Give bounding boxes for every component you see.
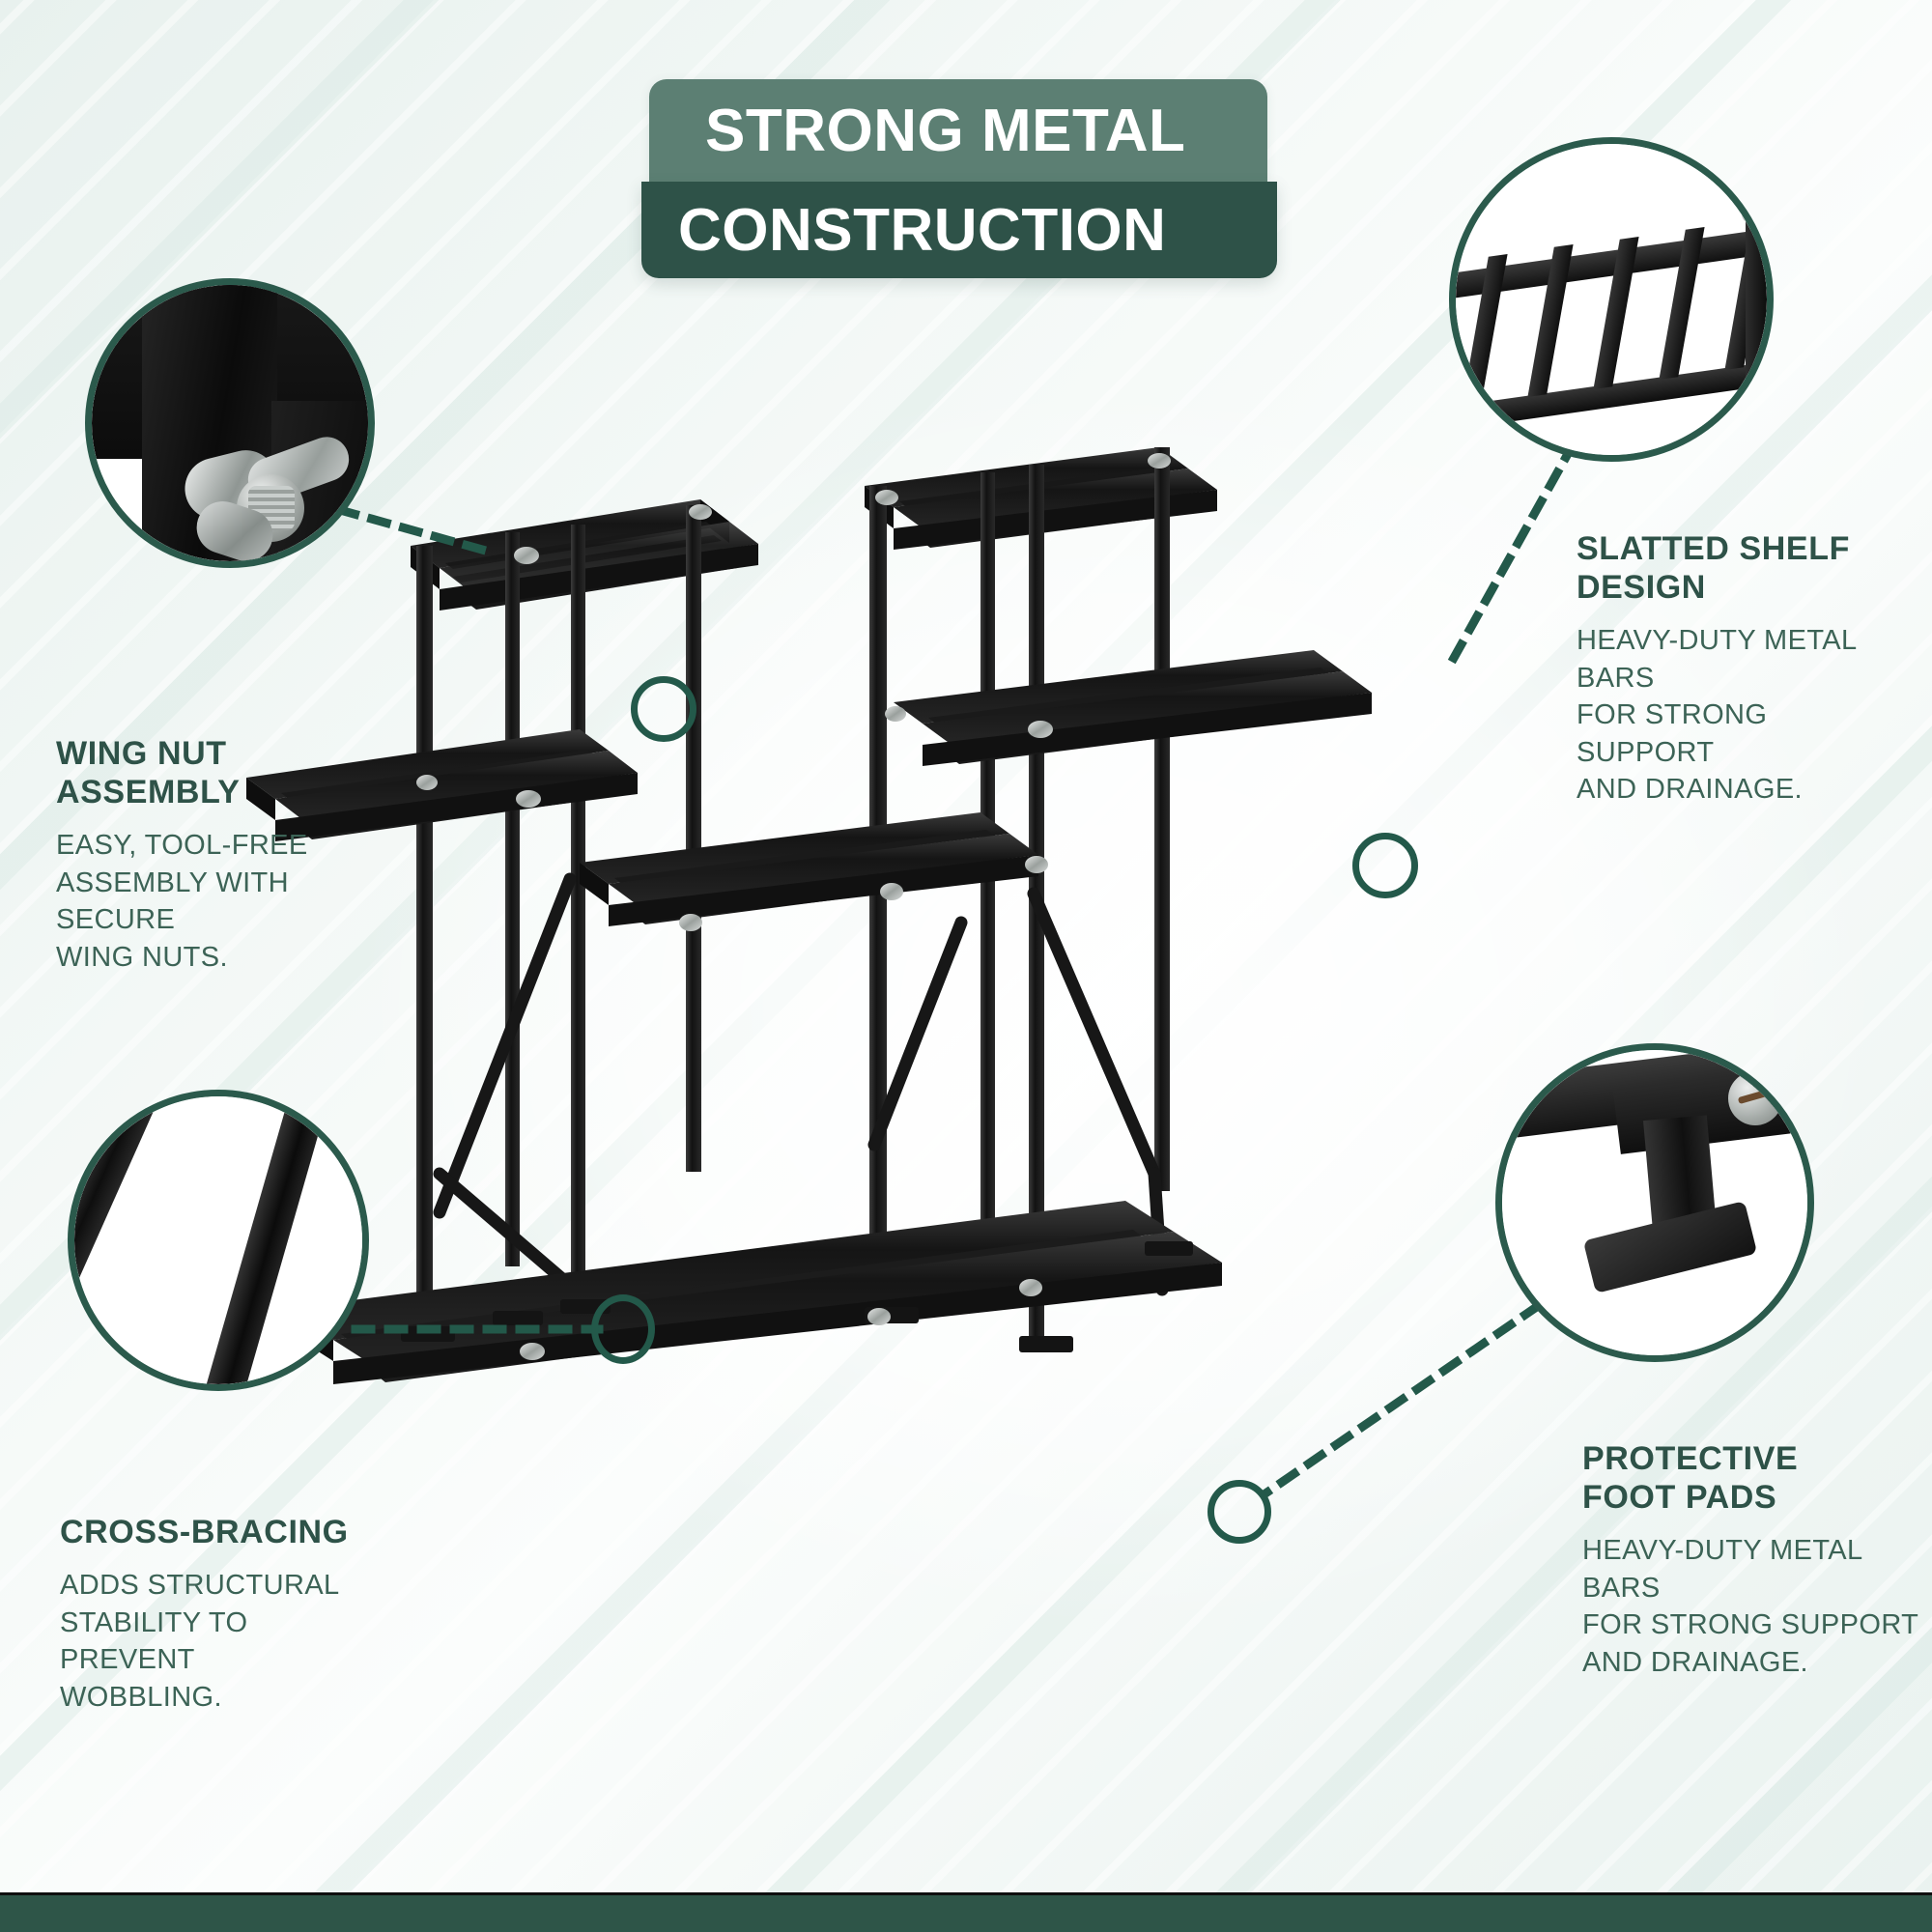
cross-brace-photo [74,1096,362,1384]
post-right-back [1154,447,1170,1191]
title-line-2: CONSTRUCTION [641,182,1277,278]
marker-wing-nut [631,676,696,742]
title-line-1: STRONG METAL [649,79,1267,182]
footer-bar [0,1892,1932,1932]
post-right-front [869,486,887,1317]
callout-heading-slatted-shelf: SLATTED SHELF DESIGN [1577,530,1850,607]
detail-circle-wing-nut [85,278,375,568]
detail-circle-foot-pad [1495,1043,1814,1362]
callout-wing-nut-assembly: WING NUT ASSEMBLY EASY, TOOL-FREE ASSEMB… [56,734,375,976]
callout-body-cross-bracing: ADDS STRUCTURAL STABILITY TO PREVENT WOB… [60,1570,340,1713]
foot-pad-photo [1502,1050,1807,1355]
callout-slatted-shelf-design: SLATTED SHELF DESIGN HEAVY-DUTY METAL BA… [1577,529,1905,809]
marker-slatted-shelf [1352,833,1418,898]
title-banner: STRONG METAL CONSTRUCTION [641,79,1285,278]
product-plant-stand-image [246,440,1406,1415]
shelf-right-middle [894,650,1372,766]
callout-body-slatted-shelf: HEAVY-DUTY METAL BARS FOR STRONG SUPPORT… [1577,625,1857,806]
callout-body-wing-nut: EASY, TOOL-FREE ASSEMBLY WITH SECURE WIN… [56,830,308,973]
shelf-center [580,812,1038,926]
callout-heading-foot-pads: PROTECTIVE FOOT PADS [1582,1440,1799,1517]
callout-heading-cross-bracing: CROSS-BRACING [60,1514,349,1550]
post-left-front [416,546,433,1328]
callout-cross-bracing: CROSS-BRACING ADDS STRUCTURAL STABILITY … [60,1513,388,1716]
callout-protective-foot-pads: PROTECTIVE FOOT PADS HEAVY-DUTY METAL BA… [1582,1439,1920,1681]
slatted-shelf-photo [1456,144,1767,455]
post-left-back [686,505,701,1172]
callout-body-foot-pads: HEAVY-DUTY METAL BARS FOR STRONG SUPPORT… [1582,1535,1919,1678]
marker-cross-brace [591,1294,655,1364]
callout-heading-wing-nut: WING NUT ASSEMBLY [56,735,241,811]
wing-nut-hardware [416,453,1171,1360]
marker-foot-pad [1208,1480,1271,1544]
post-left-rear [505,532,520,1266]
detail-circle-slatted-shelf [1449,137,1774,462]
wing-nut-photo [92,285,368,561]
shelf-second-left [246,729,638,841]
post-left-mid [571,525,585,1273]
plant-stand-svg [246,447,1372,1384]
detail-circle-cross-brace [68,1090,369,1391]
